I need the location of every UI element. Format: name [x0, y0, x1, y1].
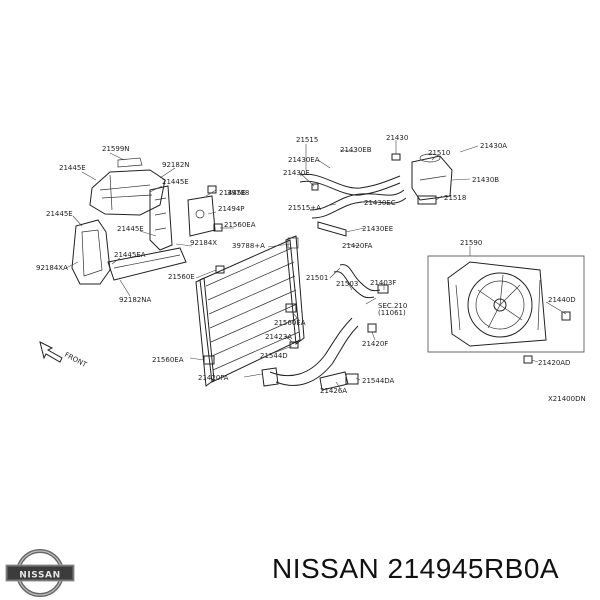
- callout-label: 21445E: [117, 225, 144, 233]
- callout-label: SEC.210: [378, 302, 407, 310]
- callout-label: 21430EE: [362, 225, 393, 233]
- callout-label: 21515+A: [288, 204, 321, 212]
- front-arrow-icon: [39, 341, 63, 363]
- callout-label: 21430: [386, 134, 408, 142]
- air-guide-upper: [89, 157, 166, 216]
- fan-assembly: [427, 255, 585, 364]
- callout-label: 21445EA: [114, 251, 146, 259]
- callout-label: 39788+A: [232, 242, 265, 250]
- callout-label: 21544DA: [362, 377, 395, 385]
- callout-label: 21440D: [548, 296, 576, 304]
- callout-label: 21430E: [283, 169, 310, 177]
- callout-label: 21560E: [168, 273, 195, 281]
- callout-label: 21494P: [218, 205, 245, 213]
- callout-label: 21423A: [265, 333, 292, 341]
- callout-label: 21430EB: [340, 146, 372, 154]
- callout-label: 21510: [428, 149, 450, 157]
- air-guide-lower: [71, 219, 111, 285]
- callout-label: 21426A: [320, 387, 347, 395]
- bracket-panel: [187, 195, 216, 237]
- callout-label: 21420F: [362, 340, 388, 348]
- small-clips: [203, 183, 377, 385]
- logo-text: NISSAN: [19, 571, 61, 581]
- callout-label: 21445E: [219, 189, 246, 197]
- reservoir-tank: [391, 153, 453, 205]
- callout-label: 21403F: [370, 279, 396, 287]
- leader-lines: [65, 140, 567, 389]
- front-label: FRONT: [63, 351, 89, 370]
- callout-label: 21599N: [102, 145, 130, 153]
- lower-hose-main: [261, 317, 359, 391]
- callout-label: 92184X: [190, 239, 217, 247]
- callout-label: 39788: [227, 189, 249, 197]
- callout-label: 21544D: [260, 352, 288, 360]
- callout-label: 21430EC: [364, 199, 396, 207]
- diagram-code: X21400DN: [548, 395, 586, 403]
- radiator-core: [195, 235, 305, 387]
- callout-labels: 21599N 92182N 21445E 21445E 21445E 21445…: [36, 134, 576, 395]
- callout-label: 21503: [336, 280, 358, 288]
- callout-label: 21445E: [46, 210, 73, 218]
- callout-label: 21445E: [162, 178, 189, 186]
- callout-label: 21430B: [472, 176, 499, 184]
- callout-label: 21515: [296, 136, 318, 144]
- callout-label: 21590: [460, 239, 482, 247]
- callout-label: 21518: [444, 194, 466, 202]
- callout-label: (11061): [378, 309, 406, 317]
- callout-label: 21501: [306, 274, 328, 282]
- callout-label: 21445E: [59, 164, 86, 172]
- callout-label: 92184XA: [36, 264, 68, 272]
- lower-hose-right: [333, 264, 389, 299]
- callout-label: 21420FA: [342, 242, 373, 250]
- nissan-logo: NISSAN: [5, 549, 75, 597]
- callout-label: 92182NA: [119, 296, 152, 304]
- callout-label: 21420FA: [198, 374, 229, 382]
- callout-label: 21430A: [480, 142, 507, 150]
- callout-label: 92182N: [162, 161, 190, 169]
- part-number-title: NISSAN 214945RB0A: [272, 553, 560, 584]
- side-bracket: [149, 185, 173, 251]
- callout-label: 21560EA: [152, 356, 184, 364]
- callout-label: 21420AD: [538, 359, 570, 367]
- callout-label: 21560EA: [274, 319, 306, 327]
- lower-seal: [107, 247, 187, 281]
- callout-label: 21560EA: [224, 221, 256, 229]
- callout-label: 21430EA: [288, 156, 320, 164]
